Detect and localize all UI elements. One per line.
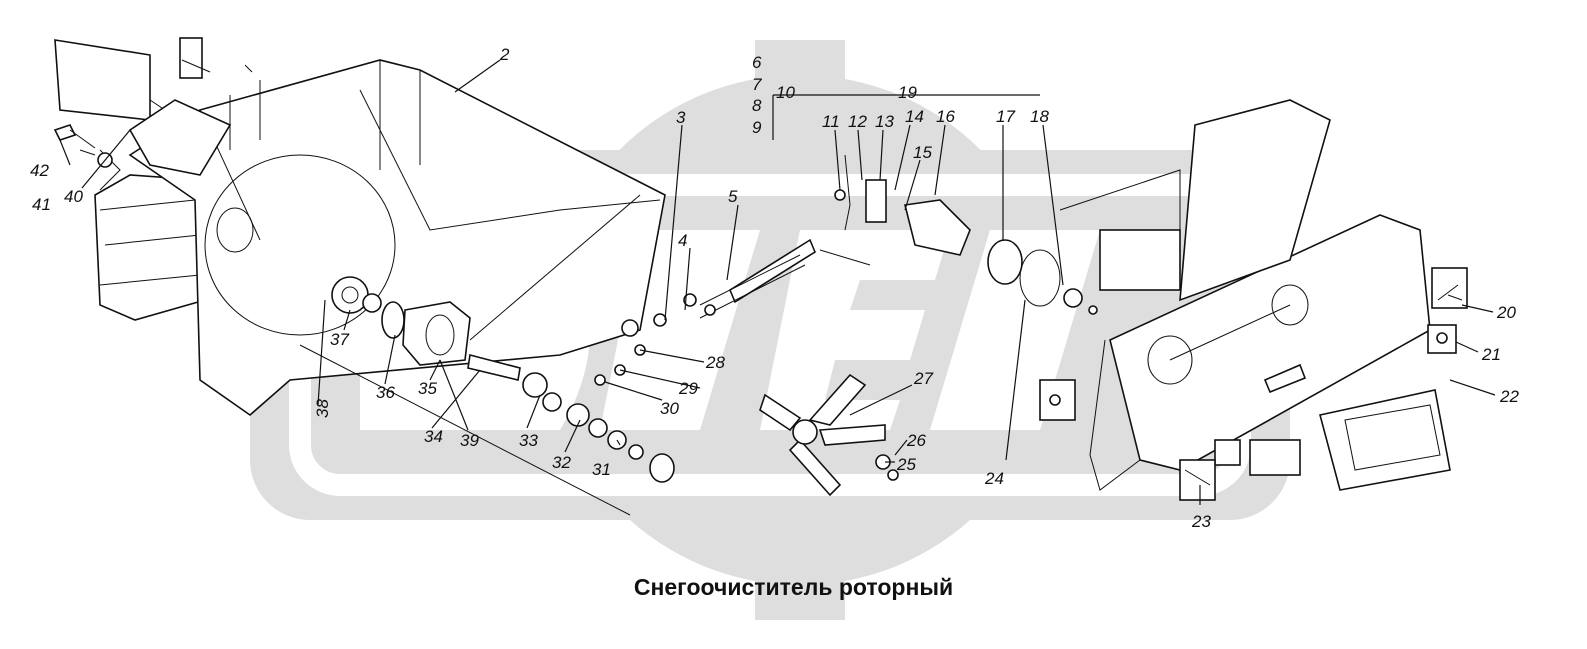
label-11: 11 (822, 112, 840, 131)
shaft-assembly (299, 194, 675, 516)
right-small-parts (1039, 267, 1468, 501)
label-26: 26 (906, 431, 926, 450)
label-34: 34 (424, 427, 443, 446)
label-32: 32 (552, 453, 571, 472)
label-2: 2 (499, 45, 510, 64)
label-4: 4 (678, 231, 687, 250)
left-rotor-housing (54, 39, 666, 417)
label-7: 7 (752, 75, 762, 94)
label-14: 14 (905, 107, 924, 126)
label-31: 31 (592, 460, 611, 479)
impeller (759, 373, 899, 497)
label-20: 20 (1496, 303, 1516, 322)
label-29: 29 (678, 379, 698, 398)
label-39: 39 (460, 431, 479, 450)
label-41: 41 (32, 195, 51, 214)
label-21: 21 (1481, 345, 1501, 364)
label-40: 40 (64, 187, 83, 206)
label-23: 23 (1191, 512, 1211, 531)
right-rotor-housing (1059, 99, 1431, 491)
callout-labels: 2 3 4 5 6 7 8 9 10 11 12 13 14 15 16 17 … (30, 45, 1519, 531)
diagram-caption: Снегоочиститель роторный (633, 574, 954, 600)
label-9: 9 (752, 118, 762, 137)
label-30: 30 (660, 399, 679, 418)
hydraulic-motor-assembly (594, 154, 1098, 386)
label-36: 36 (376, 383, 395, 402)
label-15: 15 (913, 143, 932, 162)
label-33: 33 (519, 431, 538, 450)
label-18: 18 (1030, 107, 1049, 126)
label-38: 38 (313, 399, 332, 418)
label-16: 16 (936, 107, 955, 126)
label-6: 6 (752, 53, 762, 72)
leader-lines (59, 59, 1496, 505)
label-24: 24 (984, 469, 1004, 488)
label-10: 10 (776, 83, 795, 102)
label-8: 8 (752, 96, 762, 115)
label-13: 13 (875, 112, 894, 131)
label-19: 19 (898, 83, 917, 102)
label-3: 3 (676, 108, 686, 127)
label-5: 5 (728, 187, 738, 206)
label-22: 22 (1499, 387, 1519, 406)
label-42: 42 (30, 161, 49, 180)
label-17: 17 (996, 107, 1015, 126)
label-28: 28 (705, 353, 725, 372)
label-27: 27 (913, 369, 933, 388)
label-37: 37 (330, 330, 349, 349)
label-35: 35 (418, 379, 437, 398)
label-12: 12 (848, 112, 867, 131)
label-25: 25 (896, 455, 916, 474)
